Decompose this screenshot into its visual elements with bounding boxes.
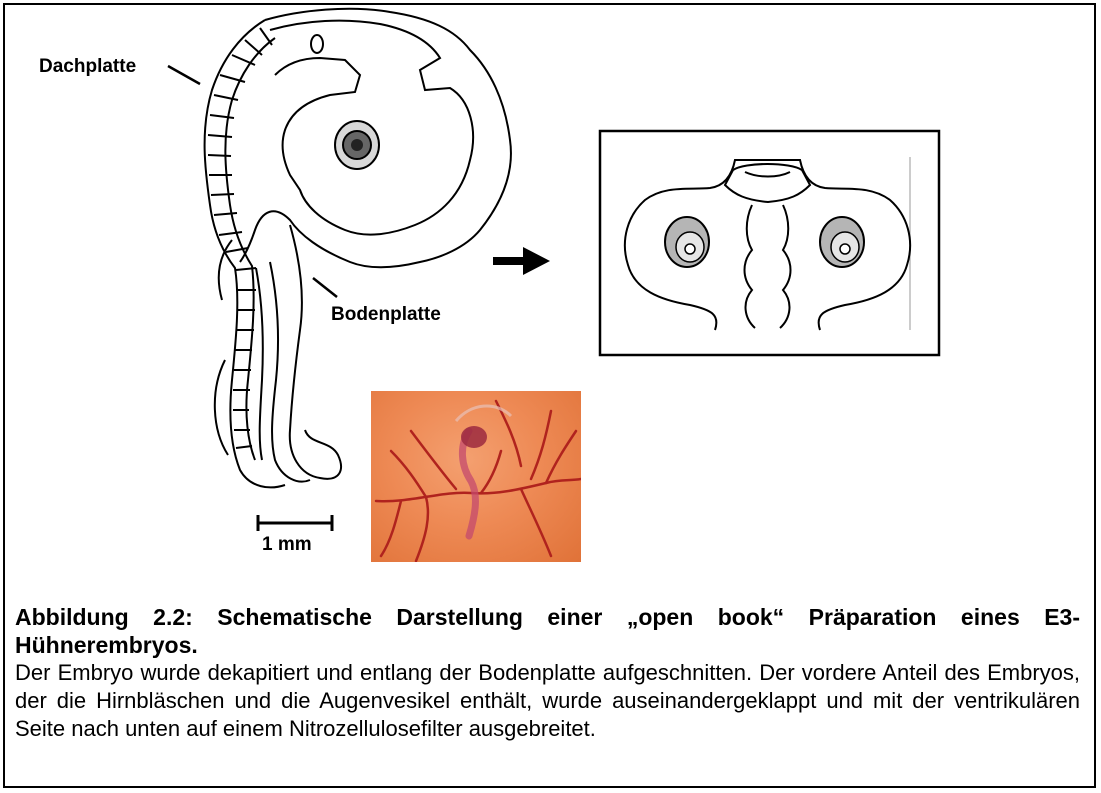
caption-body: Der Embryo wurde dekapitiert und entlang… — [15, 659, 1080, 743]
arrow-right-icon — [493, 247, 550, 275]
embryo-eye — [335, 121, 379, 169]
embryo-photo — [371, 391, 581, 562]
roof-plate-pointer — [168, 66, 200, 84]
open-book-eye-right — [820, 217, 864, 267]
caption-title: Abbildung 2.2: Schematische Darstellung … — [15, 603, 1080, 659]
figure-caption: Abbildung 2.2: Schematische Darstellung … — [15, 603, 1080, 743]
scale-label: 1 mm — [262, 534, 312, 556]
floor-plate-label: Bodenplatte — [331, 304, 441, 326]
floor-plate-pointer — [313, 278, 337, 297]
embryo-photo-vessels — [371, 391, 581, 562]
scale-bar — [258, 515, 332, 531]
roof-plate-label: Dachplatte — [39, 56, 136, 78]
open-book-eye-left — [665, 217, 709, 267]
